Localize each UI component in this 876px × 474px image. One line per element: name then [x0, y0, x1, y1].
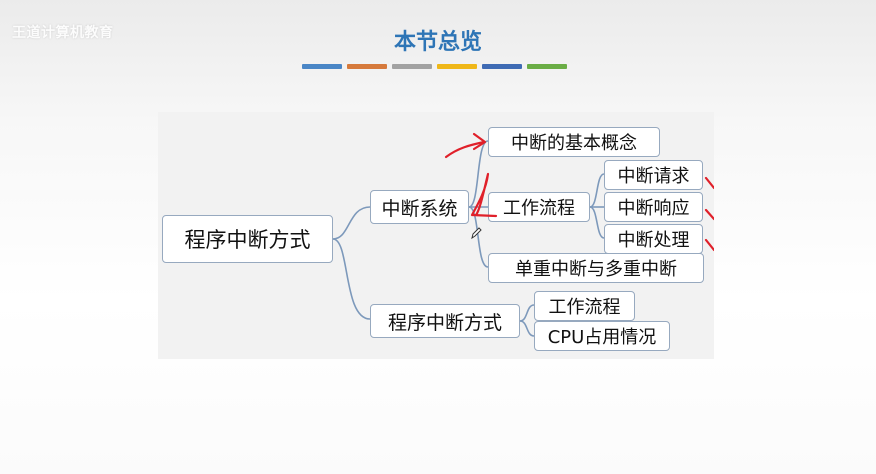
annotation-arrow-head	[472, 132, 487, 151]
mindmap-root-node: 程序中断方式	[162, 215, 333, 263]
checkmark-response	[704, 208, 714, 221]
color-bar-segment-3	[392, 64, 432, 69]
title-color-bar	[302, 64, 572, 69]
node-program-interrupt: 程序中断方式	[370, 304, 520, 338]
checkmark-request	[704, 176, 714, 190]
slide-title: 本节总览	[393, 30, 482, 55]
node-basic-concept: 中断的基本概念	[488, 127, 660, 157]
mindmap-panel: 程序中断方式 中断系统 程序中断方式 中断的基本概念 工作流程 单重中断与多重中…	[158, 112, 714, 359]
watermark-logo: 王道计算机教育	[12, 25, 114, 41]
annotation-arrow	[444, 140, 486, 159]
annotation-bracket	[470, 172, 498, 218]
node-workflow-system: 工作流程	[488, 192, 590, 222]
node-workflow-program: 工作流程	[534, 291, 635, 321]
node-single-multi: 单重中断与多重中断	[488, 253, 704, 283]
node-interrupt-handling: 中断处理	[604, 224, 703, 254]
checkmark-handling	[704, 238, 714, 252]
color-bar-segment-1	[302, 64, 342, 69]
handwriting-layer	[444, 132, 714, 252]
pen-cursor-icon	[471, 227, 482, 240]
node-interrupt-system: 中断系统	[370, 190, 469, 224]
color-bar-segment-2	[347, 64, 387, 69]
node-interrupt-response: 中断响应	[604, 192, 703, 222]
color-bar-segment-4	[437, 64, 477, 69]
color-bar-segment-5	[482, 64, 522, 69]
node-cpu-usage: CPU占用情况	[534, 321, 670, 351]
color-bar-segment-6	[527, 64, 567, 69]
node-interrupt-request: 中断请求	[604, 160, 703, 190]
